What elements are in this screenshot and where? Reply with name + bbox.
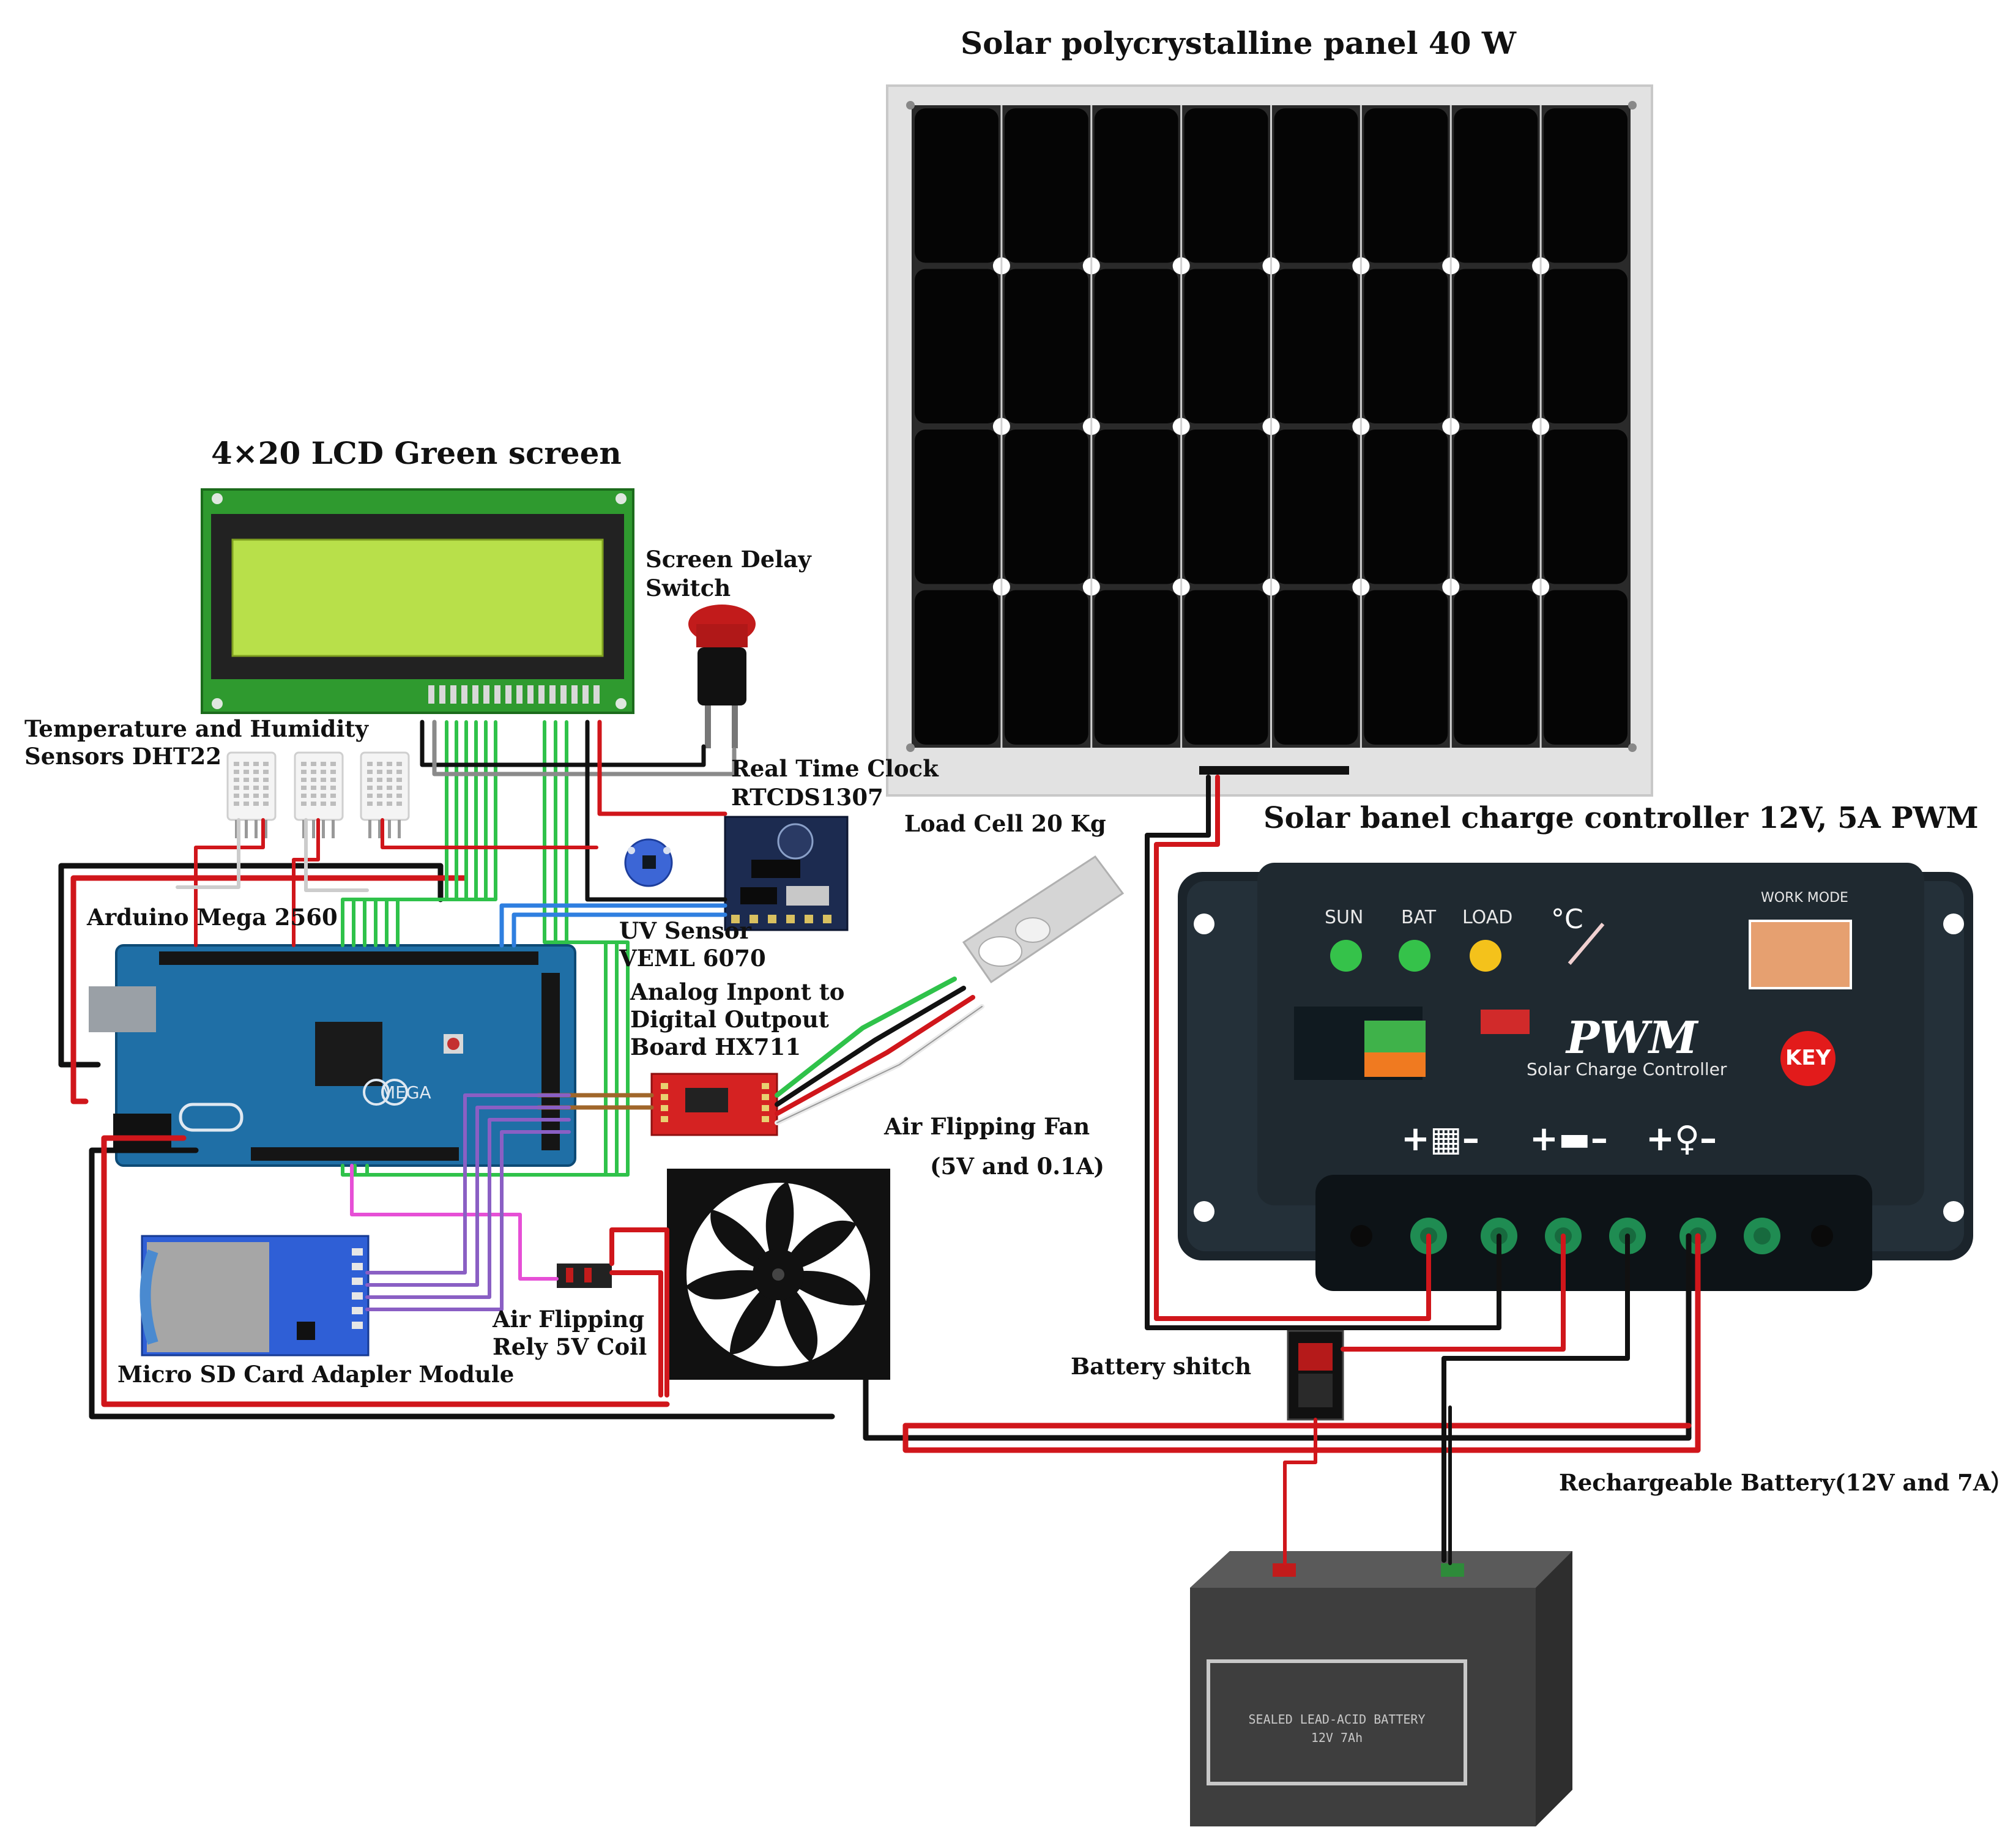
rtc-label-2: RTCDS1307 (731, 784, 883, 811)
svg-text:+▬–: +▬– (1530, 1119, 1608, 1159)
rtc-label-1: Real Time Clock (731, 755, 939, 782)
indicator-sun-label: SUN (1325, 907, 1364, 928)
wires (58, 720, 1701, 1565)
battery: SEALED LEAD-ACID BATTERY 12V 7Ah (1190, 1551, 1572, 1826)
fan-label-2: (5V and 0.1A) (930, 1153, 1105, 1180)
dht22-label-2: Sensors DHT22 (24, 743, 221, 770)
screen-delay-switch-label-2: Switch (645, 575, 731, 601)
load-cell (962, 855, 1125, 984)
solar-panel (886, 84, 1653, 797)
battery-switch-label: Battery shitch (1071, 1353, 1252, 1380)
rtc-module (724, 816, 849, 931)
sd-card-module (139, 1235, 370, 1357)
lcd-label: 4×20 LCD Green screen (211, 435, 622, 471)
controller-subtitle: Solar Charge Controller (1527, 1059, 1727, 1079)
battery-switch (1287, 1330, 1344, 1421)
screen-delay-switch-label-1: Screen Delay (645, 546, 811, 573)
uv-sensor-label-1: UV Sensor (619, 917, 752, 944)
controller-brand: PWM (1566, 1011, 1698, 1063)
key-button: KEY (1785, 1046, 1831, 1070)
uv-sensor (624, 838, 673, 887)
hx711-board (650, 1073, 778, 1136)
svg-text:+▦–: +▦– (1401, 1119, 1479, 1159)
indicator-load-label: LOAD (1462, 907, 1513, 928)
arduino-mega: MEGA (89, 944, 576, 1167)
dht22-sensors (226, 751, 410, 838)
relay-label-2: Rely 5V Coil (493, 1333, 647, 1360)
fan-label-1: Air Flipping Fan (884, 1113, 1090, 1140)
svg-text:12V 7Ah: 12V 7Ah (1311, 1730, 1363, 1745)
charge-controller: +▦– +▬– +♀– (1178, 863, 1973, 1291)
temperature-icon: °C (1551, 904, 1583, 935)
screen-delay-switch (688, 605, 756, 748)
cooling-fan (667, 1169, 890, 1380)
load-cell-label: Load Cell 20 Kg (904, 810, 1106, 837)
relay-module (557, 1264, 612, 1288)
svg-text:SEALED LEAD-ACID BATTERY: SEALED LEAD-ACID BATTERY (1249, 1712, 1426, 1727)
solar-panel-label: Solar polycrystalline panel 40 W (961, 25, 1517, 61)
hx711-label-3: Board HX711 (630, 1033, 802, 1060)
indicator-bat-label: BAT (1401, 907, 1437, 928)
svg-text:+♀–: +♀– (1646, 1119, 1717, 1159)
hx711-label-2: Digital Outpout (630, 1006, 829, 1033)
arduino-label: Arduino Mega 2560 (87, 904, 338, 931)
work-mode-label: WORK MODE (1761, 890, 1848, 906)
charge-controller-label: Solar banel charge controller 12V, 5A PW… (1263, 801, 1979, 835)
dht22-label-1: Temperature and Humidity (24, 715, 368, 742)
hx711-label-1: Analog Inpont to (630, 978, 845, 1005)
lcd-module (201, 488, 634, 714)
sd-card-label: Micro SD Card Adapler Module (117, 1361, 515, 1388)
battery-label: Rechargeable Battery(12V and 7A） (1559, 1469, 2014, 1496)
relay-label-1: Air Flipping (493, 1306, 645, 1333)
uv-sensor-label-2: VEML 6070 (619, 945, 766, 972)
